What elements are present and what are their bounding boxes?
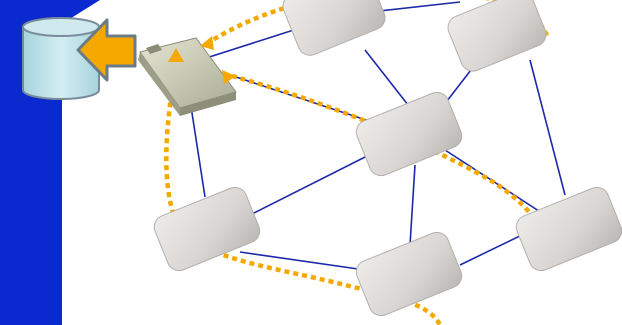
link	[529, 59, 566, 196]
sensor-node-icon	[282, 0, 386, 56]
arrow-head-icon	[200, 36, 214, 50]
sensor-node-icon	[355, 231, 463, 317]
sensor-node-icon	[153, 186, 261, 272]
sensor-node-icon	[355, 91, 463, 177]
link	[409, 164, 416, 246]
link	[459, 231, 529, 266]
link	[251, 151, 376, 215]
routing-path-center	[231, 73, 551, 263]
link	[199, 27, 301, 61]
sensor-node-icon	[447, 0, 547, 72]
arrow-left-icon	[76, 18, 137, 82]
link	[189, 99, 206, 198]
arrow-head-icon	[222, 70, 236, 84]
link	[364, 49, 413, 111]
link	[369, 1, 461, 13]
sensor-nodes	[153, 0, 622, 317]
arrow-head-icon	[168, 48, 184, 62]
link	[239, 251, 366, 271]
usb-gateway-icon	[138, 37, 237, 116]
sensor-node-icon	[515, 186, 622, 272]
database-icon	[22, 17, 100, 100]
link	[444, 149, 546, 216]
routing-path-top	[204, 0, 551, 46]
